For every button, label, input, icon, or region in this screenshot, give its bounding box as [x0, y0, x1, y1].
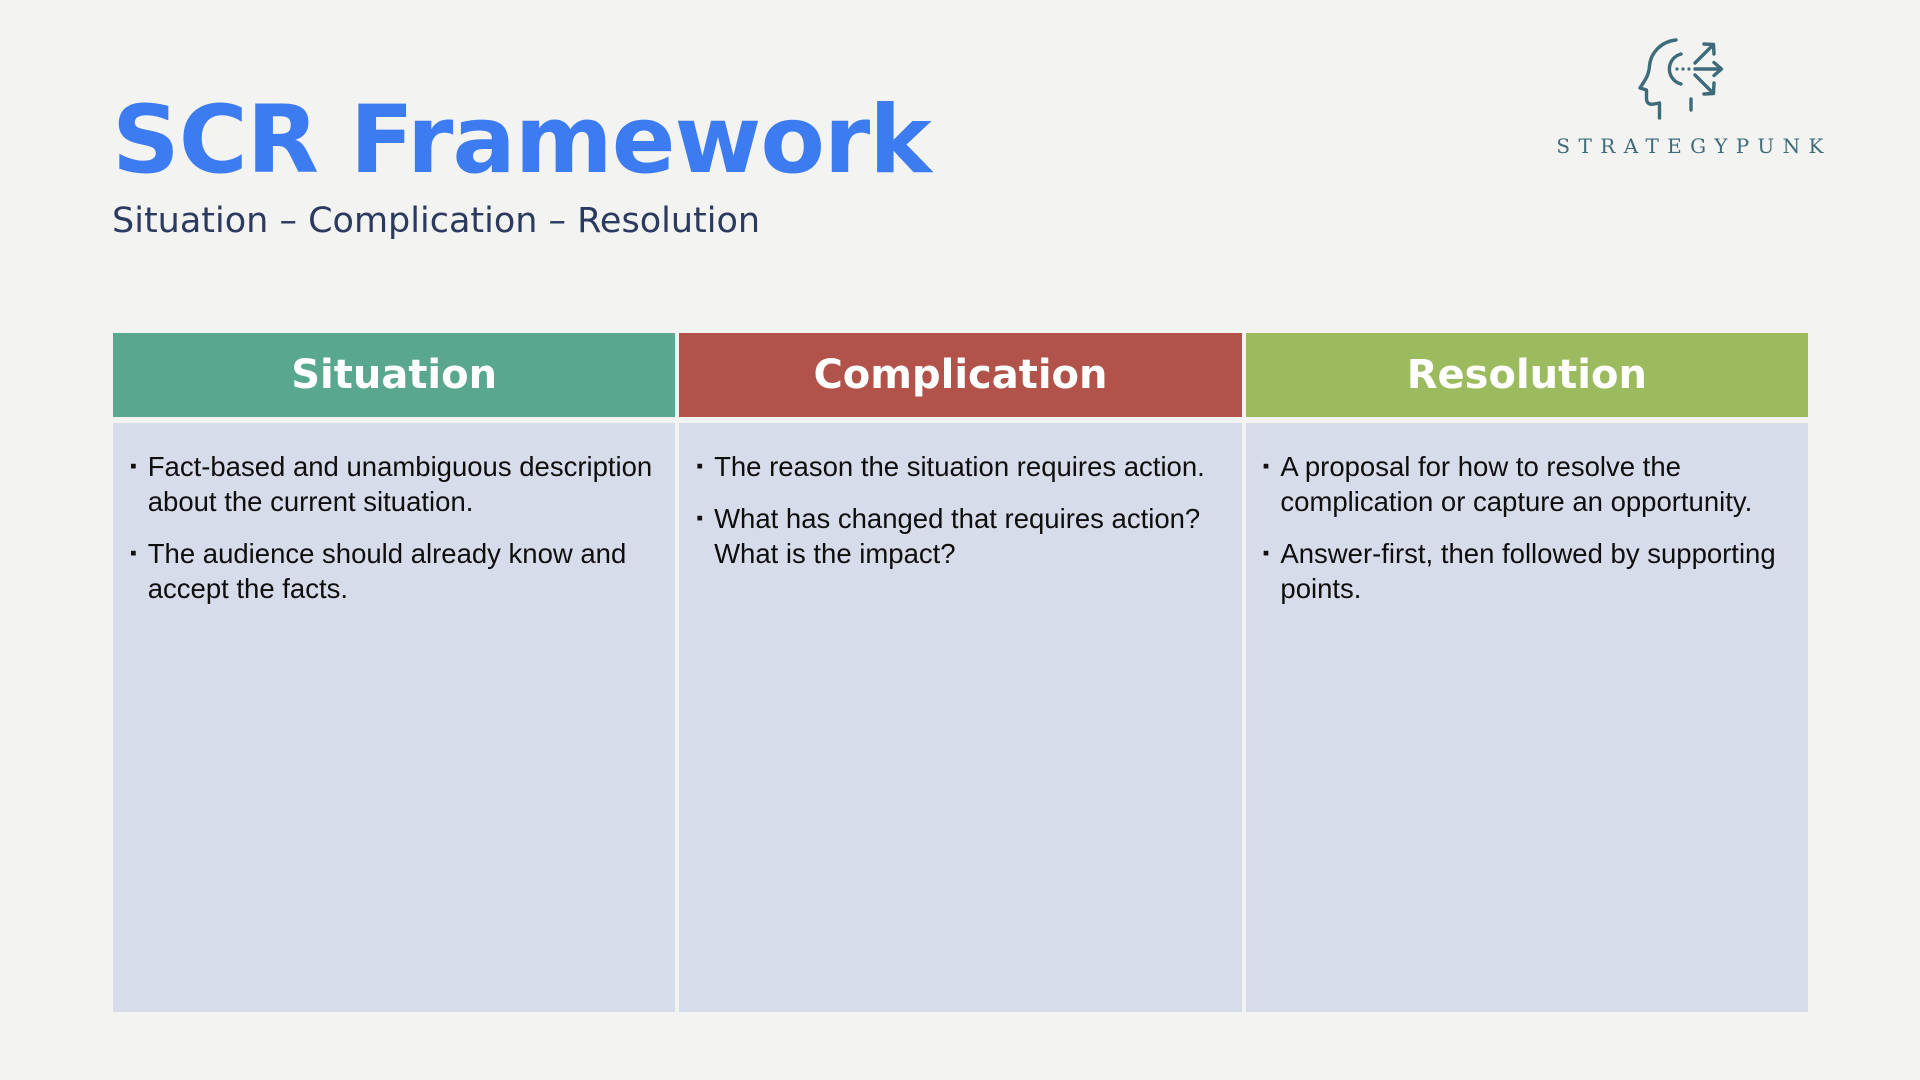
column-body-resolution: ▪ A proposal for how to resolve the comp…: [1245, 423, 1808, 1012]
bullet-text: The reason the situation requires action…: [714, 451, 1205, 482]
bullet-square-icon: ▪: [696, 456, 704, 477]
list-item: ▪ Fact-based and unambiguous description…: [130, 450, 661, 520]
page-title: SCR Framework: [112, 86, 932, 195]
bullet-text: Fact-based and unambiguous description a…: [147, 451, 653, 517]
list-item: ▪ A proposal for how to resolve the comp…: [1263, 450, 1794, 520]
column-header-situation: Situation: [113, 333, 676, 417]
bullet-text: What has changed that requires action? W…: [714, 502, 1201, 569]
brand-logo: STRATEGYPUNK: [1548, 36, 1832, 158]
column-header-complication: Complication: [679, 333, 1242, 417]
list-item: ▪ Answer-first, then followed by support…: [1263, 537, 1794, 607]
bullet-square-icon: ▪: [130, 542, 137, 564]
page-subtitle: Situation – Complication – Resolution: [112, 200, 761, 241]
bullet-square-icon: ▪: [1262, 542, 1270, 564]
bullet-square-icon: ▪: [696, 507, 704, 529]
list-item: ▪ What has changed that requires action?…: [696, 502, 1227, 572]
bullet-text: Answer-first, then followed by supportin…: [1280, 537, 1776, 604]
column-header-resolution: Resolution: [1245, 333, 1808, 417]
brand-name: STRATEGYPUNK: [1556, 134, 1832, 158]
bullet-text: The audience should already know and acc…: [147, 537, 627, 604]
bullet-square-icon: ▪: [1262, 456, 1270, 477]
head-with-arrows-icon: [1638, 38, 1724, 120]
title-block: SCR Framework Situation – Complication –…: [112, 86, 932, 241]
list-item: ▪ The audience should already know and a…: [130, 537, 661, 607]
column-body-complication: ▪ The reason the situation requires acti…: [679, 423, 1242, 1012]
bullet-square-icon: ▪: [130, 456, 137, 477]
column-body-situation: ▪ Fact-based and unambiguous description…: [113, 423, 676, 1012]
bullet-text: A proposal for how to resolve the compli…: [1280, 451, 1753, 517]
scr-framework-table: Situation Complication Resolution ▪ Fact…: [113, 333, 1808, 1012]
list-item: ▪ The reason the situation requires acti…: [696, 450, 1227, 485]
